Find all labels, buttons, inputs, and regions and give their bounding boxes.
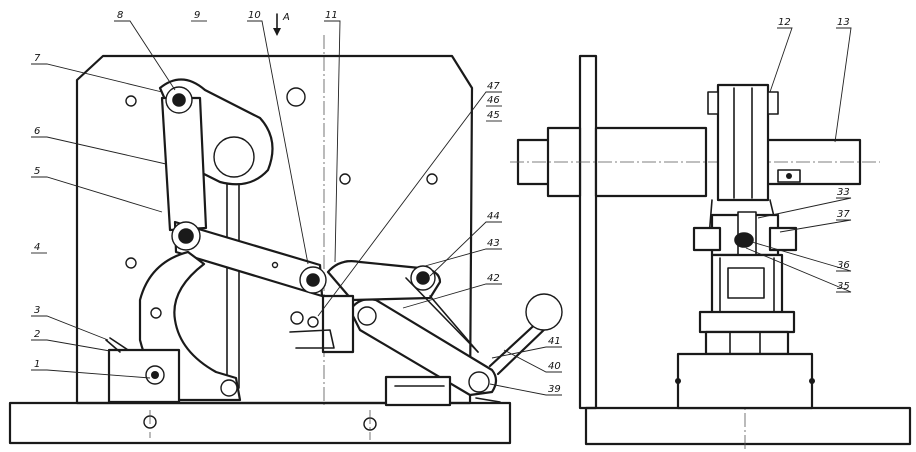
callout-42: 42 [487, 273, 500, 284]
eccentric-boss [213, 136, 255, 178]
pedestal [676, 352, 814, 410]
callout-43: 43 [487, 238, 500, 249]
callout-40: 40 [548, 361, 561, 372]
callout-13: 13 [837, 17, 850, 28]
callout-46: 46 [487, 95, 500, 106]
link-pair [716, 83, 770, 202]
callout-2: 2 [34, 329, 40, 340]
side-base [584, 406, 912, 446]
callout-1: 1 [34, 359, 40, 370]
callout-37: 37 [837, 209, 850, 220]
clamp-plate [698, 310, 796, 334]
callout-leaders [31, 20, 852, 396]
vertical-link [160, 96, 208, 232]
back-panel [75, 54, 474, 405]
front-view: A [8, 12, 563, 445]
side-plate [578, 54, 598, 410]
callout-11: 11 [325, 10, 338, 21]
bracket-pin [220, 379, 238, 397]
guide-block [321, 294, 355, 354]
slot-block [384, 375, 452, 407]
foot-block [107, 348, 181, 404]
callout-41: 41 [548, 336, 561, 347]
callout-4: 4 [34, 242, 40, 253]
callout-10: 10 [248, 10, 261, 21]
callout-9: 9 [194, 10, 200, 21]
callout-labels: 1 2 3 4 5 6 7 8 9 10 11 12 13 33 35 36 3… [34, 10, 850, 395]
callout-47: 47 [487, 81, 500, 92]
callout-35: 35 [837, 281, 850, 292]
callout-5: 5 [34, 166, 40, 177]
callout-36: 36 [837, 260, 850, 271]
callout-12: 12 [778, 17, 791, 28]
callout-44: 44 [487, 211, 500, 222]
view-marker-a: A [282, 12, 290, 23]
callout-7: 7 [34, 53, 41, 64]
callout-45: 45 [487, 110, 500, 121]
panel-holes [125, 87, 438, 272]
side-view [510, 54, 912, 450]
callout-3: 3 [34, 305, 40, 316]
callout-39: 39 [548, 384, 561, 395]
lower-lever [348, 298, 498, 397]
callout-8: 8 [117, 10, 123, 21]
base-plate [8, 401, 512, 445]
handle-knob [525, 293, 563, 331]
callout-33: 33 [837, 187, 850, 198]
callout-6: 6 [34, 126, 40, 137]
